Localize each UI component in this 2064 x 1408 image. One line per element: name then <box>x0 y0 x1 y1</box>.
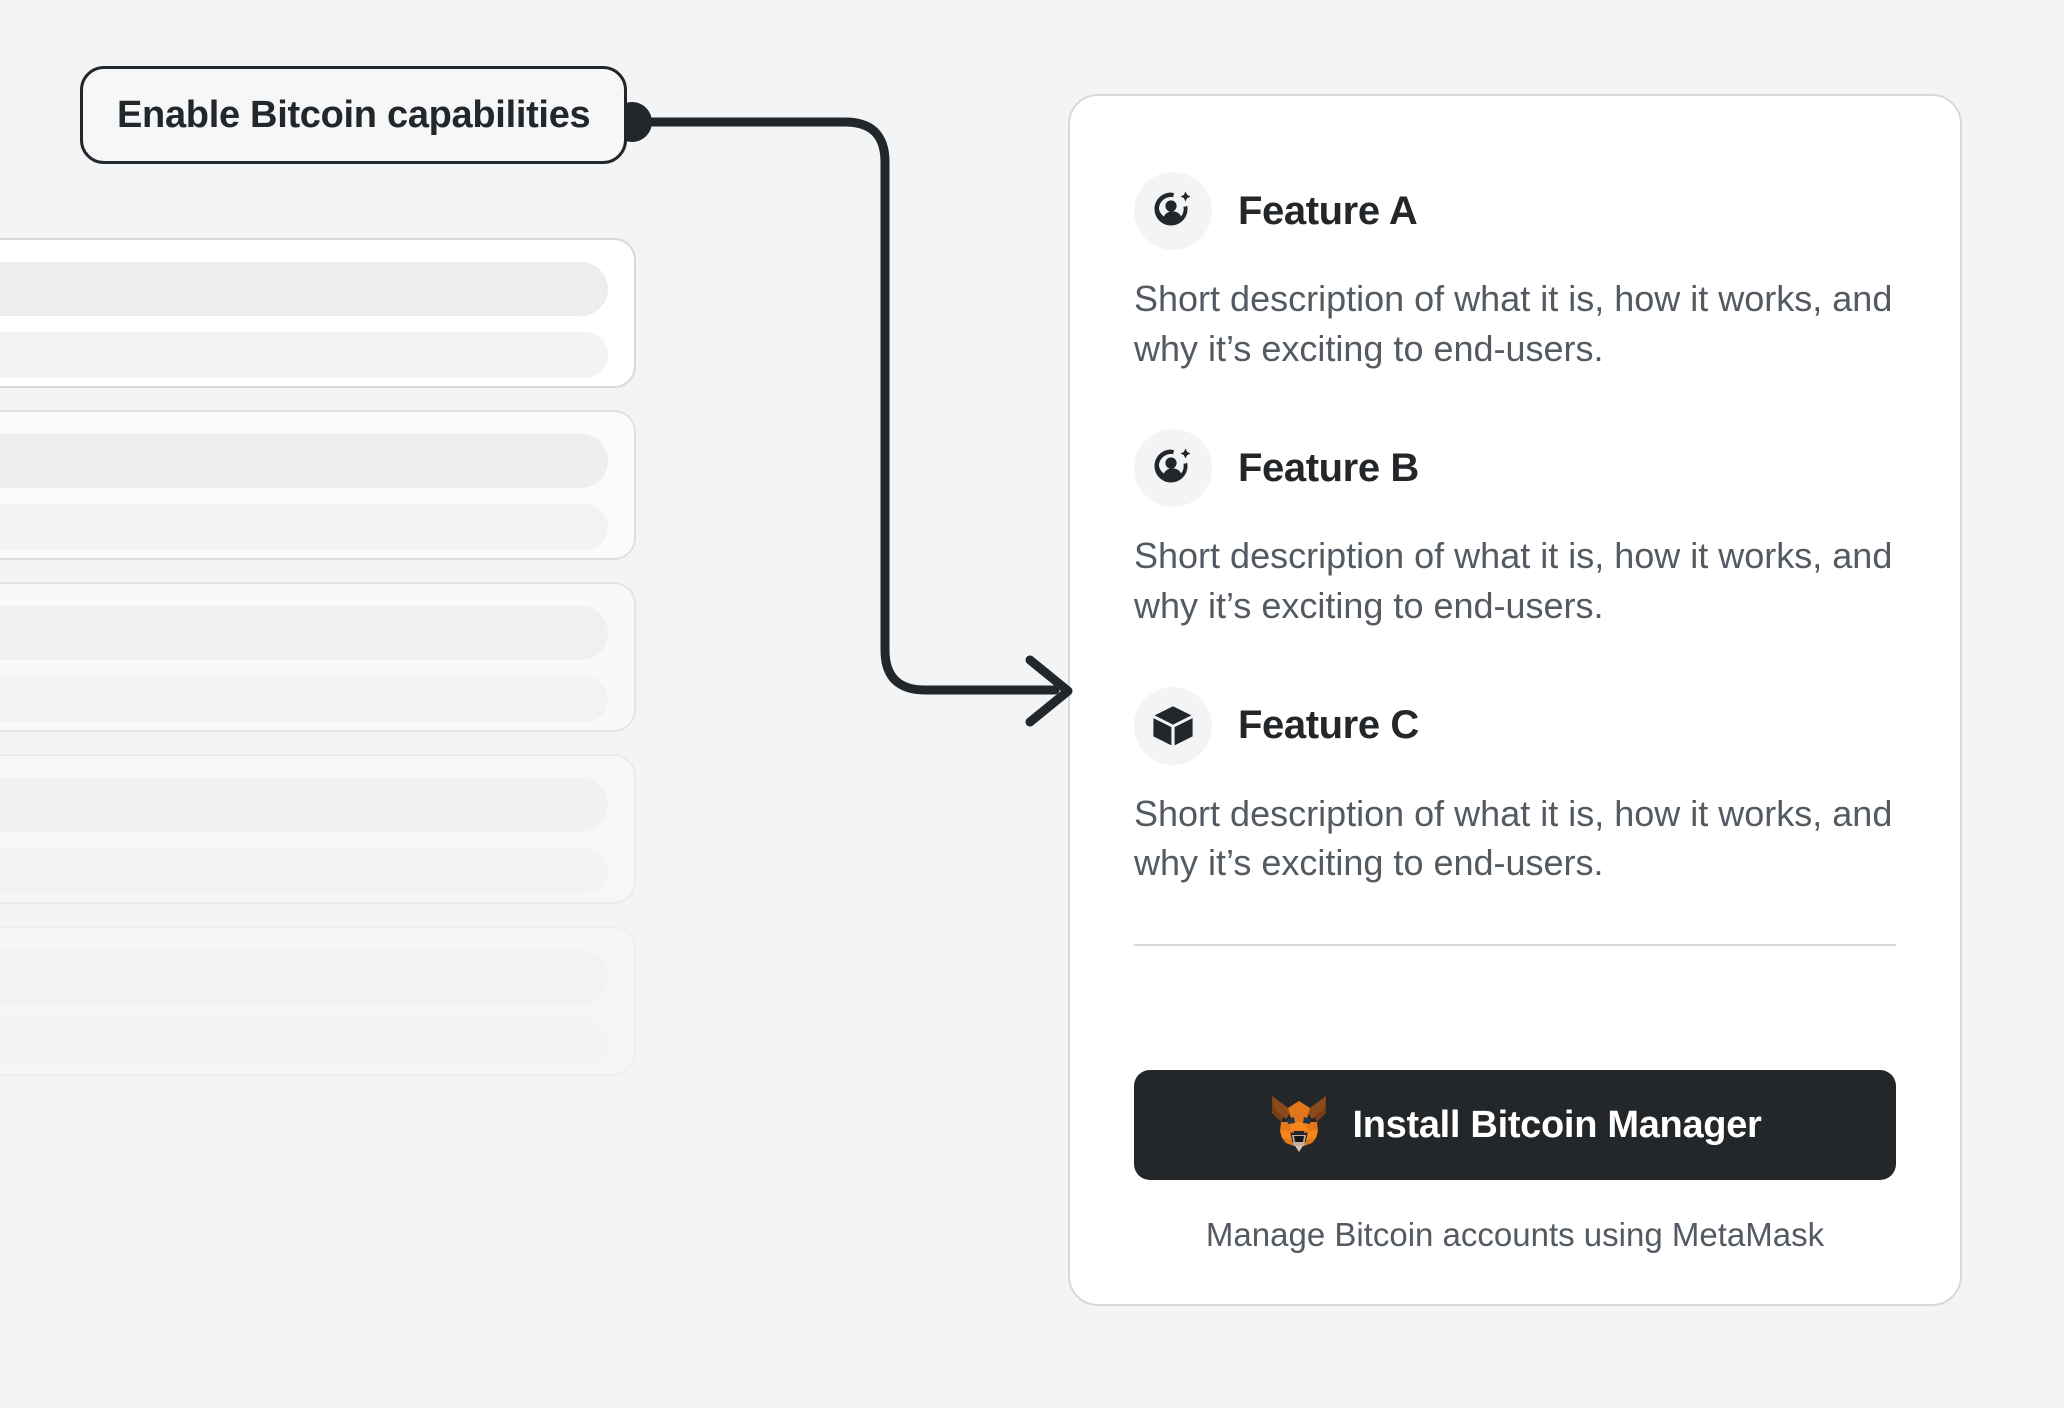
feature-description: Short description of what it is, how it … <box>1134 535 1893 627</box>
skeleton-bar-primary <box>0 778 608 832</box>
feature-list: Feature A Short description of what it i… <box>1070 96 1960 1016</box>
cube-icon <box>1134 686 1212 765</box>
skeleton-bar-secondary <box>0 332 608 378</box>
callout-label: Enable Bitcoin capabilities <box>117 93 591 136</box>
skeleton-bar-primary <box>0 1122 608 1176</box>
skeleton-card <box>0 1098 636 1248</box>
feature-heading: Feature B <box>1134 429 1896 508</box>
feature-row-b: Feature B Short description of what it i… <box>1134 429 1896 630</box>
metamask-fox-icon <box>1268 1095 1330 1156</box>
skeleton-bar-secondary <box>0 1020 608 1066</box>
feature-description: Short description of what it is, how it … <box>1134 792 1893 884</box>
feature-row-c: Feature C Short description of what it i… <box>1134 686 1896 888</box>
feature-description: Short description of what it is, how it … <box>1134 278 1893 369</box>
connector-arrowhead-icon <box>1025 655 1073 727</box>
install-caption: Manage Bitcoin accounts using MetaMask <box>1205 1216 1825 1253</box>
skeleton-bar-primary <box>0 950 608 1004</box>
connector-path <box>627 117 1060 695</box>
skeleton-placeholder-list <box>0 238 636 1270</box>
feature-title: Feature B <box>1238 445 1419 490</box>
skeleton-bar-secondary <box>0 676 608 722</box>
install-button-label: Install Bitcoin Manager <box>1352 1103 1762 1146</box>
skeleton-card <box>0 582 636 732</box>
skeleton-bar-primary <box>0 606 608 660</box>
feature-heading: Feature A <box>1134 172 1896 250</box>
install-bitcoin-manager-button[interactable]: Install Bitcoin Manager <box>1134 1070 1896 1180</box>
skeleton-card <box>0 754 636 904</box>
add-user-icon <box>1134 429 1212 508</box>
skeleton-bar-primary <box>0 434 608 488</box>
skeleton-bar-primary <box>0 262 608 316</box>
feature-heading: Feature C <box>1134 686 1896 765</box>
feature-title: Feature C <box>1238 703 1419 748</box>
skeleton-card <box>0 238 636 388</box>
feature-title: Feature A <box>1238 188 1418 233</box>
card-divider <box>1134 944 1896 947</box>
add-user-icon <box>1134 172 1212 250</box>
card-footer: Install Bitcoin Manager Manage Bitcoin a… <box>1070 1016 1960 1304</box>
skeleton-bar-secondary <box>0 848 608 894</box>
feature-row-a: Feature A Short description of what it i… <box>1134 172 1896 373</box>
skeleton-bar-secondary <box>0 1192 608 1238</box>
callout-pill[interactable]: Enable Bitcoin capabilities <box>80 66 628 164</box>
skeleton-card <box>0 410 636 560</box>
skeleton-bar-secondary <box>0 504 608 550</box>
feature-card: Feature A Short description of what it i… <box>1068 94 1962 1306</box>
skeleton-card <box>0 926 636 1076</box>
